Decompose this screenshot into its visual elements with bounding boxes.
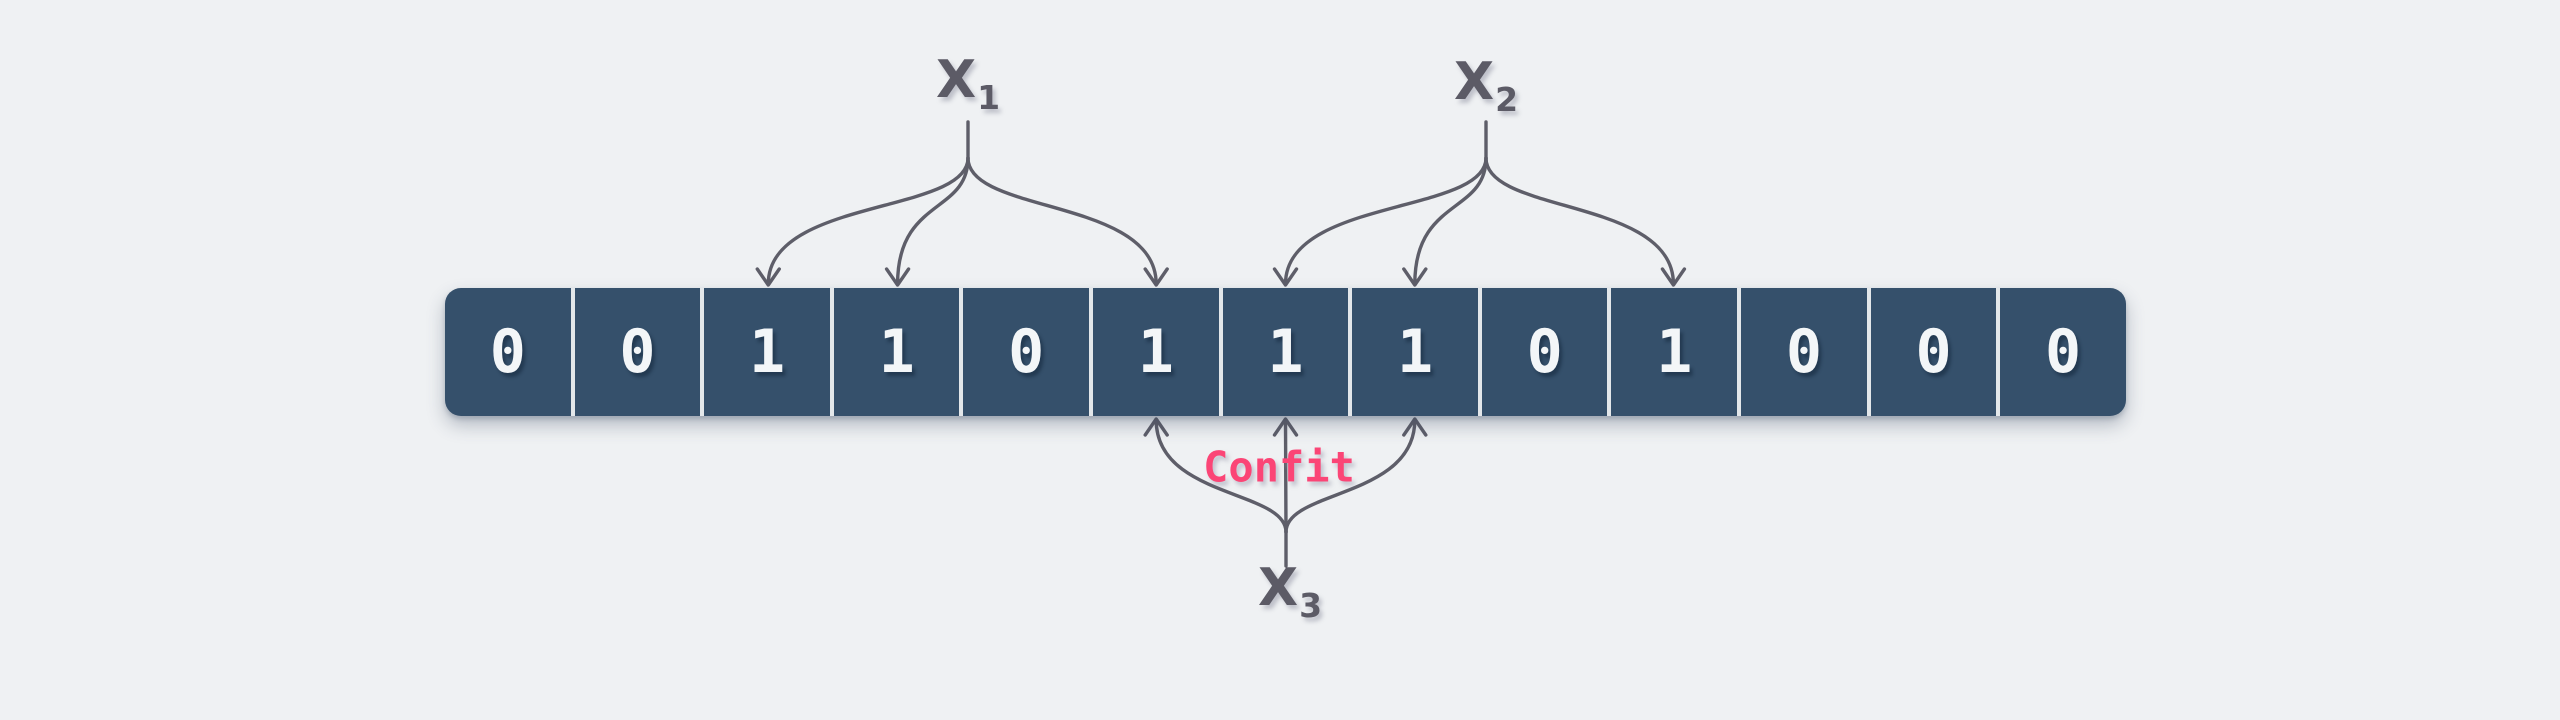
label-x3-base: X xyxy=(1257,558,1299,618)
label-x3-subscript: 3 xyxy=(1299,586,1323,625)
bit-cell: 1 xyxy=(829,288,960,416)
bit-cell: 0 xyxy=(1737,288,1867,416)
bit-cell: 1 xyxy=(700,288,830,416)
bit-cell: 1 xyxy=(1089,288,1219,416)
label-x1-base: X xyxy=(935,50,977,110)
bit-cell: 0 xyxy=(570,288,701,416)
bit-cell: 0 xyxy=(1866,288,1997,416)
conflict-label: Confit xyxy=(1203,442,1355,492)
label-x2-subscript: 2 xyxy=(1495,80,1519,119)
bit-cell: 1 xyxy=(1218,288,1349,416)
bit-cell: 0 xyxy=(1996,288,2126,416)
label-x1-subscript: 1 xyxy=(977,78,1001,117)
bit-cell: 0 xyxy=(1477,288,1608,416)
fan-arrows xyxy=(755,120,1687,568)
label-x2-base: X xyxy=(1453,52,1495,112)
bit-cell: 1 xyxy=(1607,288,1737,416)
label-x2: X2 xyxy=(1454,56,1518,116)
bit-cell: 0 xyxy=(959,288,1089,416)
bit-cell: 0 xyxy=(489,317,526,387)
label-x3: X3 xyxy=(1258,562,1322,622)
label-x1: X1 xyxy=(936,54,1000,114)
bit-cell: 1 xyxy=(1348,288,1478,416)
